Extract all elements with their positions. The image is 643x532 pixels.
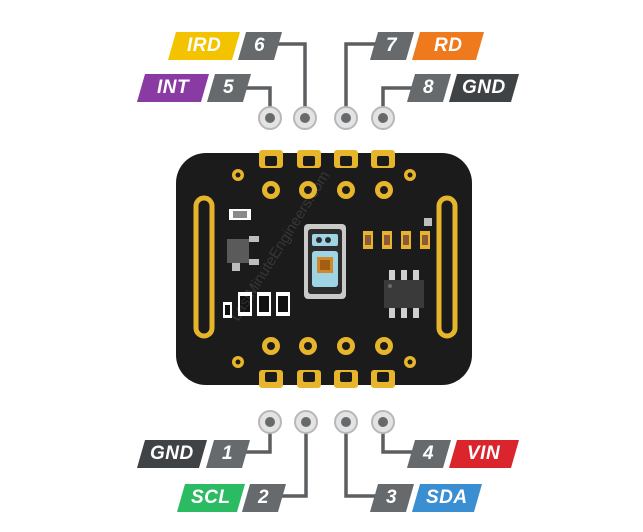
pin-label-gnd-top: GND — [448, 74, 520, 102]
header-pins-bottom — [258, 410, 395, 434]
pin-label-int: INT — [136, 74, 210, 102]
header-pins-top — [258, 106, 395, 130]
pcb-board: LastMinuteEngineers.com — [176, 150, 472, 388]
pin-label-vin: VIN — [448, 440, 520, 468]
pin-label-ird: IRD — [167, 32, 241, 60]
pin-label-gnd-bottom: GND — [136, 440, 208, 468]
pin-label-scl: SCL — [176, 484, 246, 512]
pin-label-rd: RD — [411, 32, 485, 60]
pin-label-sda: SDA — [411, 484, 483, 512]
